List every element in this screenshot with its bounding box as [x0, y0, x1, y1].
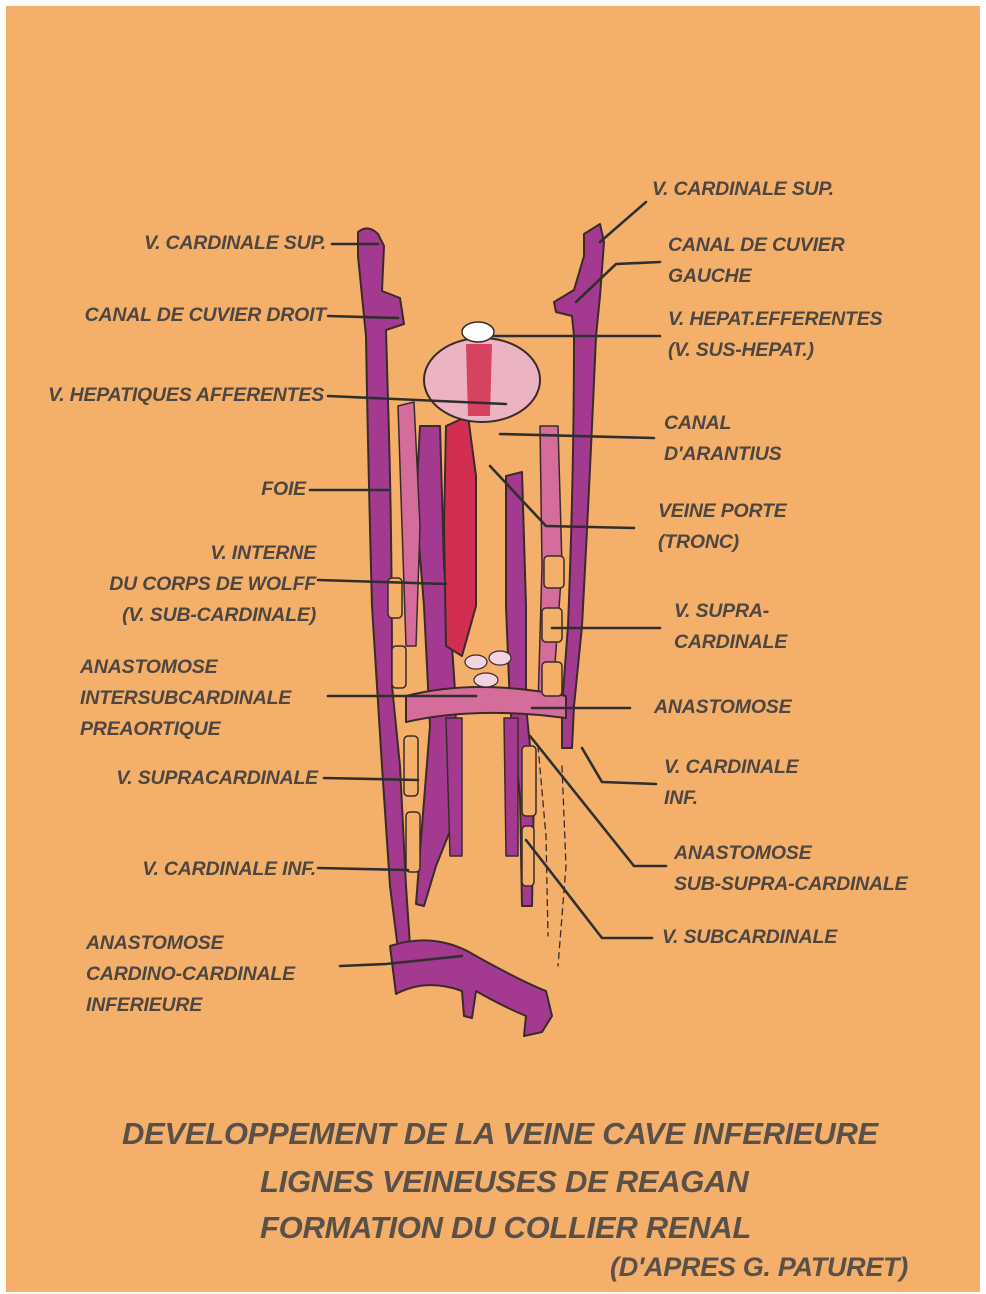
renal-islet	[465, 655, 487, 669]
label-cardinale-inf-left: V. CARDINALE INF.	[66, 854, 316, 885]
network-hole	[406, 812, 420, 872]
label-cuvier-droit: CANAL DE CUVIER DROIT	[16, 300, 326, 331]
renal-collar-right-leg	[504, 718, 518, 856]
leader-lines	[310, 202, 666, 966]
renal-islet	[474, 673, 498, 687]
label-hepat-efferentes: V. HEPAT.EFFERENTES (V. SUS-HEPAT.)	[668, 304, 882, 366]
network-hole	[522, 826, 534, 886]
label-subcardinale: V. SUBCARDINALE	[662, 922, 837, 953]
network-hole	[522, 746, 536, 816]
network-hole	[388, 578, 402, 618]
label-supracardinale-left: V. SUPRACARDINALE	[46, 763, 318, 794]
network-hole	[542, 662, 562, 696]
label-cardinale-sup-right: V. CARDINALE SUP.	[652, 174, 834, 205]
leader-line	[582, 748, 656, 784]
renal-islet	[489, 651, 511, 665]
label-supra-cardinale-right: V. SUPRA- CARDINALE	[674, 596, 787, 658]
label-anastomose-sub-supra: ANASTOMOSE SUB-SUPRA-CARDINALE	[674, 838, 907, 900]
leader-line	[526, 840, 652, 938]
liver-central-vein	[466, 344, 492, 416]
caption-line-2: LIGNES VEINEUSES DE REAGAN	[260, 1164, 748, 1200]
dashed-outline	[538, 746, 566, 966]
network-hole	[544, 556, 564, 588]
label-anastomose-inter: ANASTOMOSE INTERSUBCARDINALE PREAORTIQUE	[80, 652, 291, 745]
label-anastomose-right: ANASTOMOSE	[654, 692, 791, 723]
label-cardinale-sup-left: V. CARDINALE SUP.	[66, 228, 326, 259]
network-hole	[542, 608, 562, 642]
inferior-vena-cava	[444, 416, 476, 656]
cardino-cardinal-anastomosis	[390, 940, 552, 1036]
leader-line	[530, 736, 666, 866]
network-hole	[392, 646, 406, 688]
caption-line-3: FORMATION DU COLLIER RENAL	[260, 1210, 751, 1246]
caption-line-1: DEVELOPPEMENT DE LA VEINE CAVE INFERIEUR…	[122, 1116, 878, 1152]
label-foie: FOIE	[206, 474, 306, 505]
label-interne-wolff: V. INTERNE DU CORPS DE WOLFF (V. SUB-CAR…	[46, 538, 316, 631]
network-hole	[404, 736, 418, 796]
label-canal-arantius: CANAL D'ARANTIUS	[664, 408, 781, 470]
leader-line	[600, 202, 646, 242]
label-cardinale-inf-right: V. CARDINALE INF.	[664, 752, 798, 814]
label-hepatiques-afferentes: V. HEPATIQUES AFFERENTES	[6, 380, 324, 411]
label-anastomose-cardino: ANASTOMOSE CARDINO-CARDINALE INFERIEURE	[86, 928, 295, 1021]
label-cuvier-gauche: CANAL DE CUVIER GAUCHE	[668, 230, 845, 292]
diagram-card: V. CARDINALE SUP. CANAL DE CUVIER DROIT …	[6, 6, 980, 1292]
hepatic-efferent-veins	[462, 322, 494, 342]
caption-credit: (D'APRES G. PATURET)	[610, 1252, 908, 1283]
label-veine-porte: VEINE PORTE (TRONC)	[658, 496, 787, 558]
